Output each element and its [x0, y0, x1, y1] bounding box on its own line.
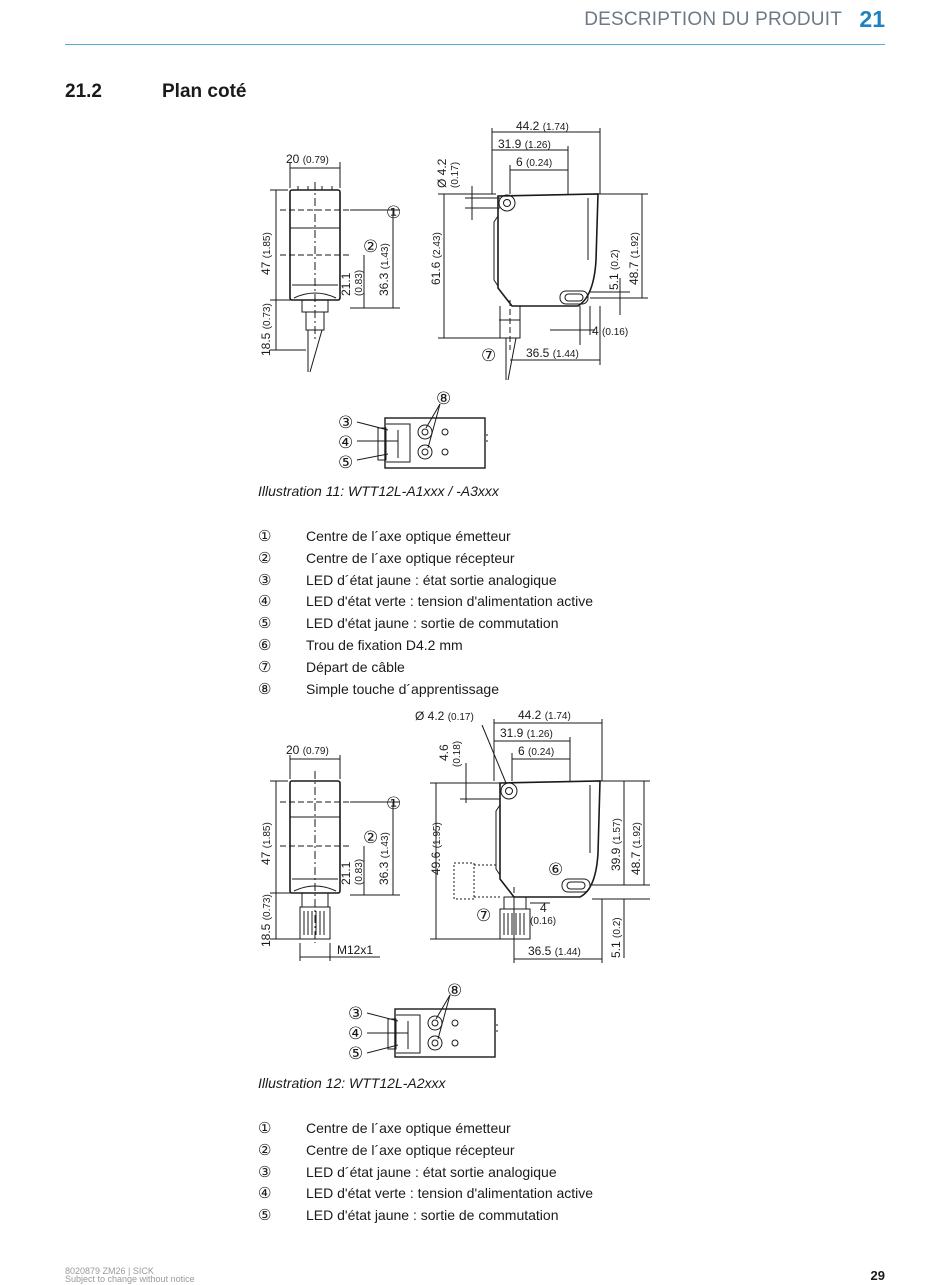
- legend-text: Départ de câble: [306, 658, 405, 675]
- legend-text: LED d'état verte : tension d'alimentatio…: [306, 1185, 594, 1202]
- dim-text: 36.5 (1.44): [526, 346, 579, 360]
- legend-text: Centre de l´axe optique émetteur: [306, 528, 511, 544]
- legend-text: LED d'état verte : tension d'alimentatio…: [306, 593, 594, 610]
- callout-1: ①: [386, 794, 401, 813]
- dim-text: 18.5 (0.73): [259, 303, 273, 356]
- chapter-number: 21: [859, 6, 885, 32]
- legend-marker: ⑦: [258, 658, 272, 676]
- callout-7: ⑦: [476, 906, 491, 925]
- legend-text: LED d´état jaune : état sortie analogiqu…: [306, 571, 557, 588]
- callout-2: ②: [363, 237, 378, 256]
- legend-marker: ⑤: [258, 1207, 272, 1225]
- figure-caption: Illustration 11: WTT12L-A1xxx / -A3xxx: [258, 483, 499, 499]
- dim-text: 48.7 (1.92): [627, 232, 641, 285]
- front-view-1: [270, 162, 400, 373]
- callout-8: ⑧: [447, 981, 462, 1000]
- dim-text: (0.83): [354, 859, 365, 885]
- header-rule: [65, 44, 885, 45]
- legend-marker: ②: [258, 1141, 272, 1159]
- footer-notice: Subject to change without notice: [65, 1274, 195, 1284]
- dim-text: M12x1: [337, 943, 373, 957]
- legend-text: Centre de l´axe optique émetteur: [306, 1120, 511, 1136]
- dim-text: 36.3 (1.43): [377, 243, 391, 296]
- legend-marker: ④: [258, 1185, 272, 1203]
- dim-text: Ø 4.2: [435, 158, 449, 188]
- legend-marker: ④: [258, 593, 272, 611]
- dim-text: 49.6 (1.95): [429, 822, 443, 875]
- dimension-drawing-1: 20 (0.79) 47 (1.85) 18.5 (0.73) 21.1 (0.…: [250, 110, 670, 480]
- dim-text: 48.7 (1.92): [629, 822, 643, 875]
- callout-7: ⑦: [481, 346, 496, 365]
- dim-text: 44.2 (1.74): [516, 119, 569, 133]
- dim-text: 36.3 (1.43): [377, 832, 391, 885]
- legend-marker: ⑤: [258, 615, 272, 633]
- front-view-2: [270, 755, 400, 961]
- legend-text: Centre de l´axe optique récepteur: [306, 549, 515, 566]
- legend-marker: ⑥: [258, 636, 272, 654]
- callout-6: ⑥: [548, 860, 563, 879]
- dim-text: (0.17): [450, 162, 461, 188]
- dim-text: 47 (1.85): [259, 232, 273, 275]
- section-number: 21.2: [65, 81, 102, 102]
- callout-5: ⑤: [338, 453, 353, 472]
- side-view-2: [430, 719, 650, 963]
- dim-text: (0.18): [452, 741, 463, 767]
- callout-3: ③: [348, 1004, 363, 1023]
- footer-doc-ref: 8020879 ZM26 | SICK: [65, 1266, 154, 1276]
- dim-text: 36.5 (1.44): [528, 944, 581, 958]
- dim-text: 20 (0.79): [286, 743, 329, 757]
- legend-text: LED d'état jaune : sortie de commutation: [306, 1207, 559, 1224]
- dim-text: 31.9 (1.26): [498, 137, 551, 151]
- legend-marker: ⑧: [258, 680, 272, 698]
- dim-text: 5.1 (0.2): [607, 249, 621, 290]
- section-title: Plan coté: [162, 81, 247, 102]
- dim-text: 21.1: [339, 861, 353, 885]
- dimension-drawing-2: 20 (0.79) 47 (1.85) 18.5 (0.73) 21.1 (0.…: [250, 703, 670, 1063]
- legend-marker: ①: [258, 528, 272, 545]
- dim-text: 5.1 (0.2): [609, 917, 623, 958]
- callout-1: ①: [386, 203, 401, 222]
- dim-text: 39.9 (1.57): [609, 818, 623, 871]
- dim-text: 20 (0.79): [286, 152, 329, 166]
- dim-text: 21.1: [339, 272, 353, 296]
- dim-text: 18.5 (0.73): [259, 894, 273, 947]
- dim-text: (0.83): [354, 270, 365, 296]
- dim-text: Ø 4.2 (0.17): [415, 709, 474, 723]
- callout-8: ⑧: [436, 389, 451, 408]
- callout-5: ⑤: [348, 1044, 363, 1063]
- legend-text: LED d´état jaune : état sortie analogiqu…: [306, 1163, 557, 1180]
- figure-caption: Illustration 12: WTT12L-A2xxx: [258, 1075, 446, 1091]
- legend-text: Simple touche d´apprentissage: [306, 680, 500, 697]
- dim-text: (0.16): [530, 916, 556, 927]
- bottom-view-1: [356, 403, 488, 469]
- callout-4: ④: [338, 433, 353, 452]
- dim-text: 44.2 (1.74): [518, 708, 571, 722]
- dim-text: 6 (0.24): [516, 155, 552, 169]
- legend-text: Centre de l´axe optique récepteur: [306, 1141, 515, 1158]
- callout-4: ④: [348, 1024, 363, 1043]
- dim-text: 4 (0.16): [592, 324, 628, 338]
- side-view-1: [438, 128, 648, 381]
- dim-text: 6 (0.24): [518, 744, 554, 758]
- legend-marker: ③: [258, 1163, 272, 1181]
- page-number: 29: [870, 1268, 885, 1283]
- dim-text: 4: [540, 901, 547, 915]
- dim-text: 4.6: [437, 744, 451, 761]
- callout-2: ②: [363, 828, 378, 847]
- legend-marker: ②: [258, 549, 272, 567]
- legend-marker: ③: [258, 571, 272, 589]
- bottom-view-2: [366, 994, 498, 1058]
- legend-text: LED d'état jaune : sortie de commutation: [306, 615, 559, 632]
- dim-text: 61.6 (2.43): [429, 232, 443, 285]
- dim-text: 47 (1.85): [259, 822, 273, 865]
- callout-3: ③: [338, 413, 353, 432]
- chapter-title: DESCRIPTION DU PRODUIT: [584, 9, 842, 30]
- legend-marker: ①: [258, 1120, 272, 1137]
- dim-text: 31.9 (1.26): [500, 726, 553, 740]
- legend-text: Trou de fixation D4.2 mm: [306, 636, 463, 653]
